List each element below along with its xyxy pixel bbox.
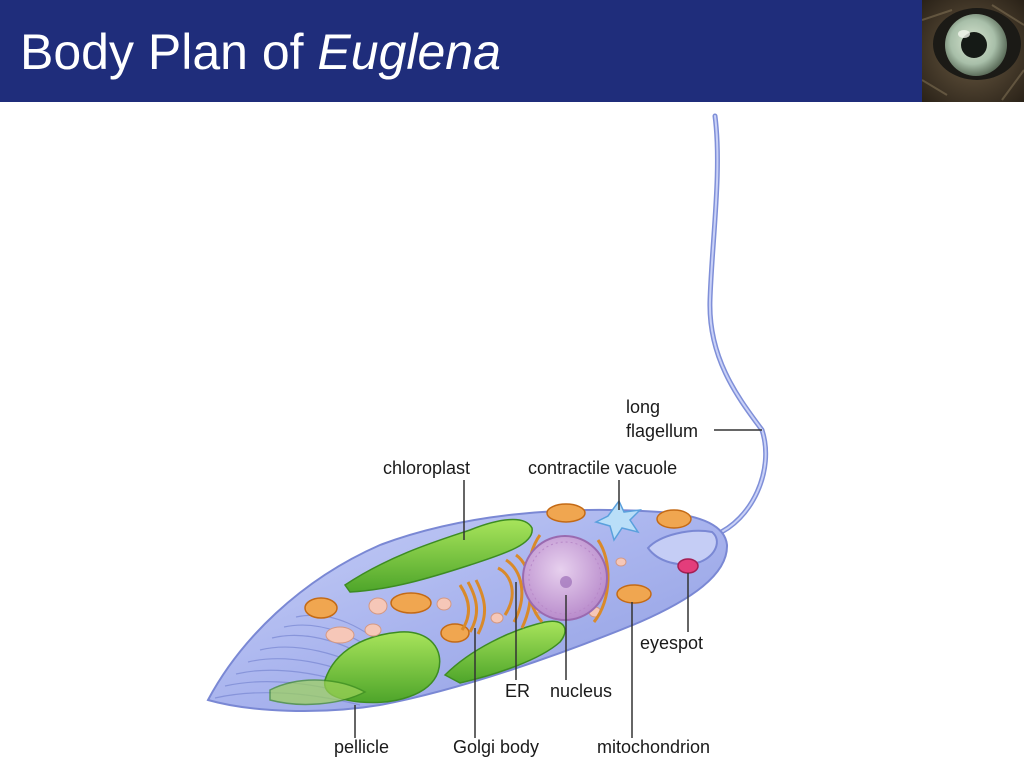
eyespot-shape xyxy=(677,558,699,574)
label-pellicle: pellicle xyxy=(334,737,389,757)
title-bar: Body Plan of Euglena xyxy=(0,0,1024,102)
title-italic-text: Euglena xyxy=(317,24,501,80)
chloroplasts xyxy=(269,518,566,706)
flagellum xyxy=(647,113,769,555)
label-eyespot: eyespot xyxy=(640,633,703,653)
euglena-diagram: long flagellum chloroplast contractile v… xyxy=(206,113,769,757)
label-nucleus: nucleus xyxy=(550,681,612,701)
golgi-body xyxy=(458,579,486,635)
slide-title: Body Plan of Euglena xyxy=(20,22,501,82)
label-er: ER xyxy=(505,681,530,701)
title-text: Body Plan of xyxy=(20,24,318,80)
paramylon-granules xyxy=(325,557,627,644)
label-flagellum: flagellum xyxy=(626,421,698,441)
label-mitochondrion: mitochondrion xyxy=(597,737,710,757)
eye-closeup-photo xyxy=(922,0,1024,102)
label-golgi-body: Golgi body xyxy=(453,737,539,757)
label-chloroplast: chloroplast xyxy=(383,458,470,478)
contractile-vacuole-shape xyxy=(593,499,643,542)
label-contractile-vacuole: contractile vacuole xyxy=(528,458,677,478)
mitochondria xyxy=(304,503,692,643)
label-long: long xyxy=(626,397,660,417)
